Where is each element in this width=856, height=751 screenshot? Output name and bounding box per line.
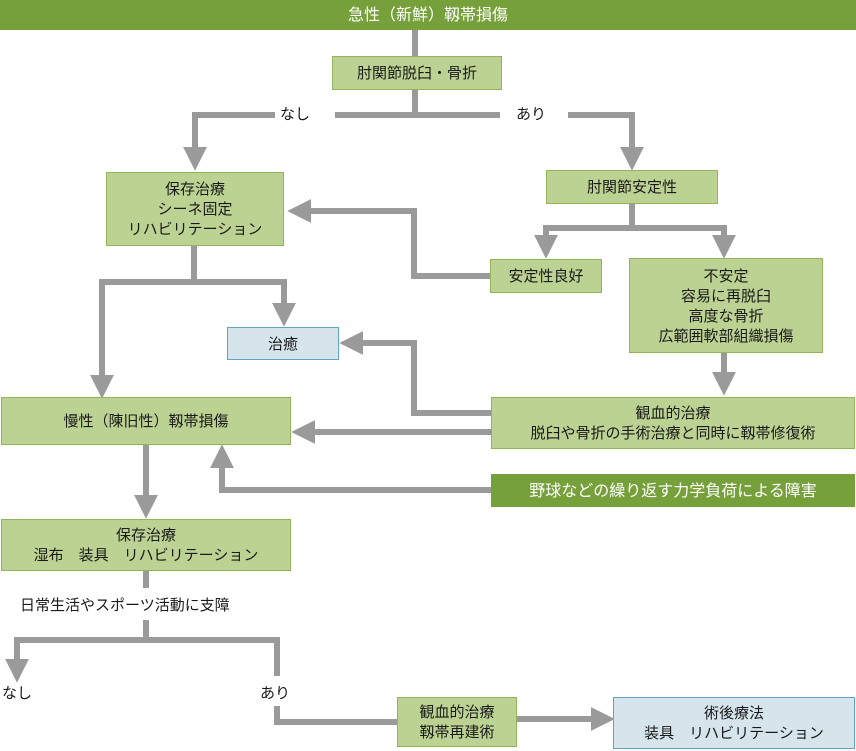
node-surgical-treatment: 観血的治療 脱臼や骨折の手術治療と同時に靱帯修復術	[491, 397, 855, 449]
title-acute-ligament-injury: 急性（新鮮）靱帯損傷	[0, 0, 856, 30]
node-healed: 治癒	[227, 327, 339, 360]
connector-stable-conservative	[287, 199, 490, 279]
label-impairment: 日常生活やスポーツ活動に支障	[20, 595, 230, 615]
connector-to-unstable	[632, 225, 736, 259]
connector-split-none	[195, 112, 415, 160]
node-conservative-treatment: 保存治療 シーネ固定 リハビリテーション	[106, 172, 284, 246]
connector-surgical-healed	[339, 331, 492, 416]
node-postop-therapy: 術後療法 装具 リハビリテーション	[613, 697, 855, 749]
node-stable: 安定性良好	[490, 259, 602, 293]
connector-to-stable	[534, 225, 632, 259]
node-chronic-ligament-injury: 慢性（陳旧性）靱帯損傷	[1, 397, 291, 445]
connector-to-healed	[194, 279, 296, 327]
connector-overuse-chronic	[210, 444, 492, 493]
label-none-2: なし	[2, 683, 33, 703]
node-ligament-reconstruction: 観血的治療 靱帯再建術	[397, 697, 517, 747]
node-unstable: 不安定 容易に再脱臼 高度な骨折 広範囲軟部組織損傷	[629, 258, 823, 353]
node-dislocation-fracture: 肘関節脱臼・骨折	[332, 56, 502, 90]
connector-to-chronic	[90, 279, 194, 399]
node-conservative-treatment-2: 保存治療 湿布 装具 リハビリテーション	[1, 519, 291, 571]
connector-to-none2	[5, 637, 146, 683]
label-yes-1: あり	[516, 104, 547, 124]
label-none-1: なし	[280, 104, 311, 124]
connector-split-yes	[415, 112, 632, 160]
node-elbow-stability: 肘関節安定性	[546, 170, 718, 204]
node-overuse-injury: 野球などの繰り返す力学負荷による障害	[491, 474, 855, 507]
label-yes-2: あり	[260, 683, 291, 703]
connector-to-yes2	[146, 637, 398, 725]
